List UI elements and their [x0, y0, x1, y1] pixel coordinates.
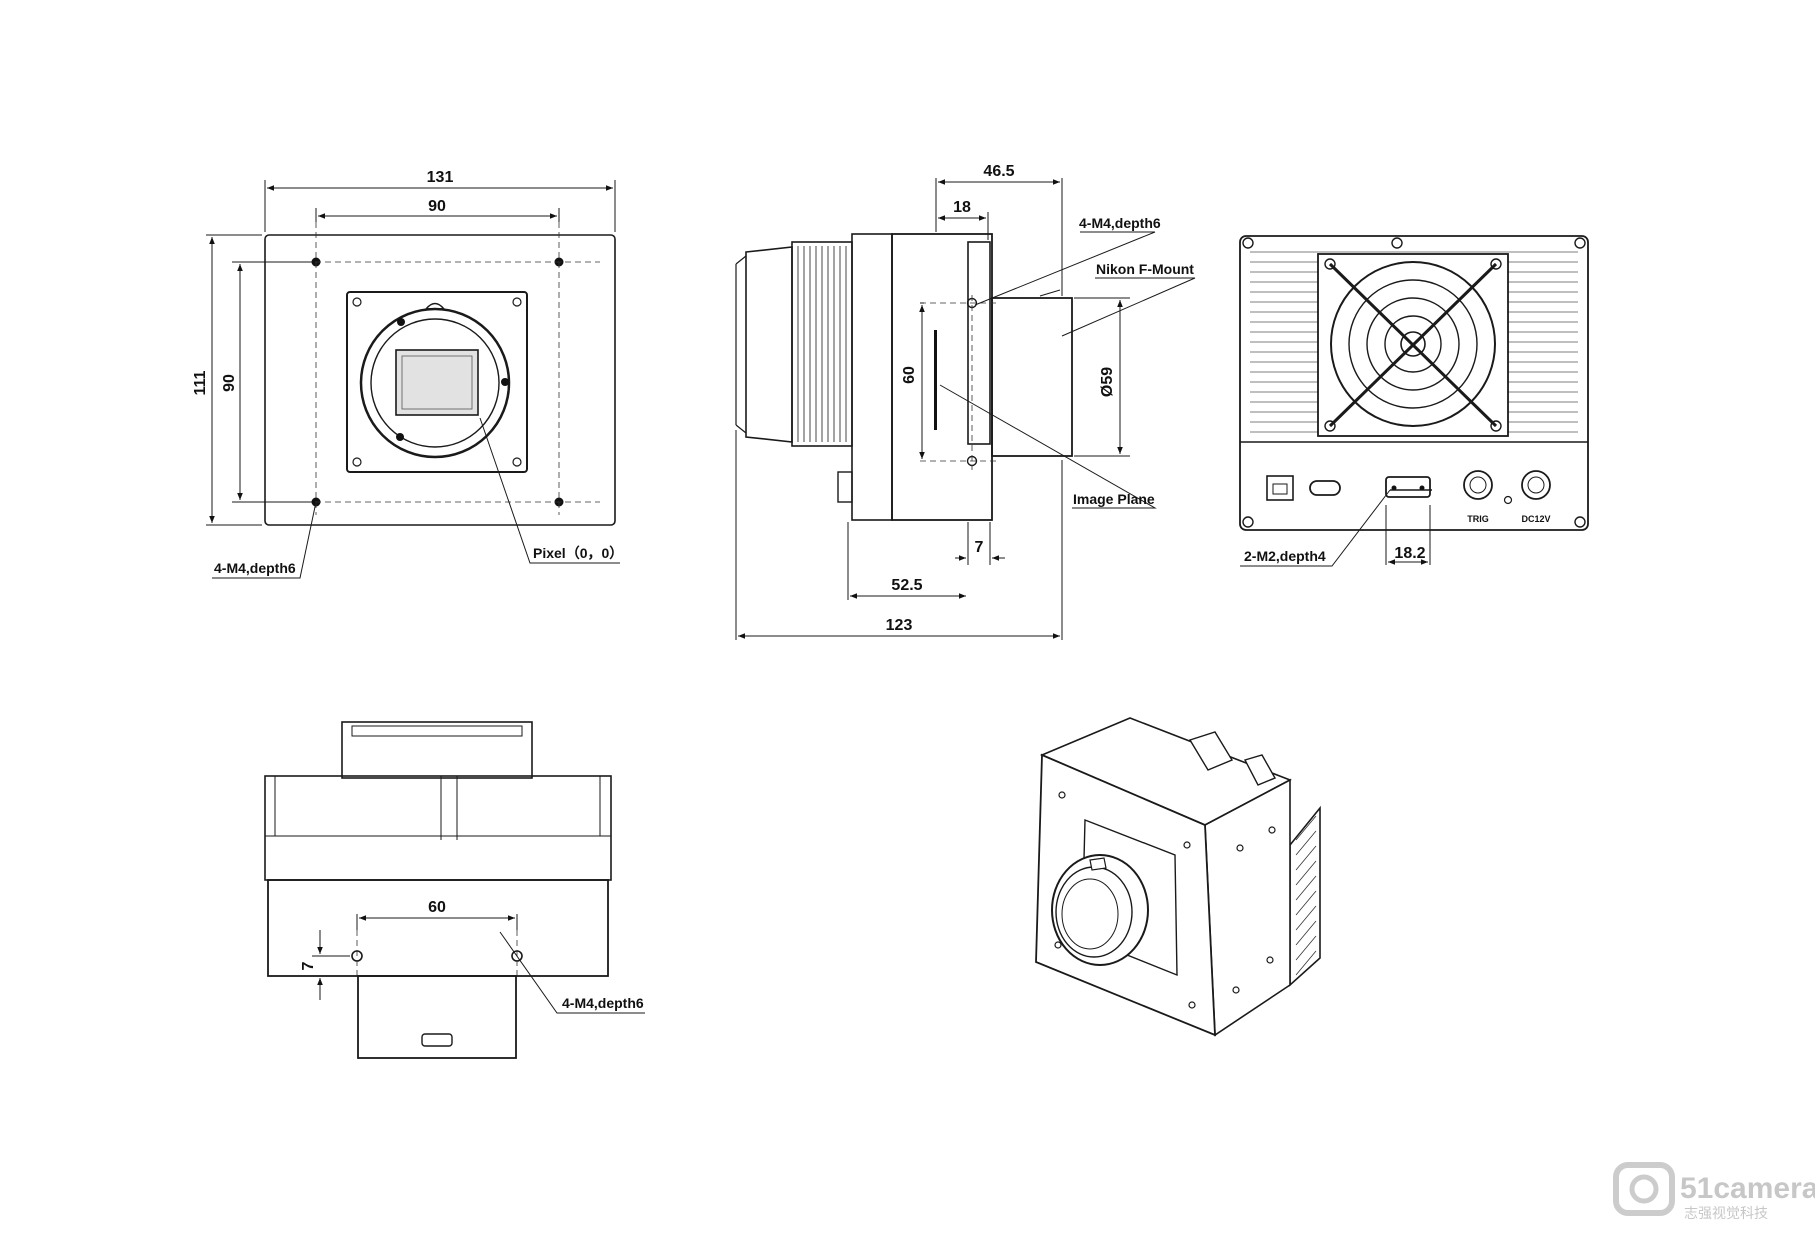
dim-width-inner: 90 — [428, 198, 446, 215]
iso-side — [1204, 778, 1291, 1037]
fan-ring — [1366, 297, 1460, 391]
isometric-view — [1035, 717, 1321, 1037]
iso-heatsink-side — [1289, 805, 1321, 987]
trig-connector — [1463, 470, 1493, 500]
front-mount-plate — [346, 291, 528, 473]
iso-mount-tab — [1089, 857, 1107, 871]
dim-flange: 7 — [975, 539, 984, 556]
watermark-logo-icon — [1613, 1162, 1675, 1216]
dim-diameter: Ø59 — [1099, 367, 1116, 397]
fan-ring — [1384, 315, 1442, 373]
dim-square: 60 — [901, 366, 918, 384]
mount-lock-tab — [424, 302, 446, 310]
dim-body: 52.5 — [891, 577, 922, 594]
label-trig: TRIG — [1467, 514, 1489, 524]
power-connector — [1521, 470, 1551, 500]
dim-bottom-offset: 7 — [300, 961, 317, 970]
label-rear-holes: 2-M2,depth4 — [1244, 548, 1326, 564]
mount-ring-inner — [370, 318, 500, 448]
dim-height-outer: 111 — [192, 370, 209, 395]
sensor-area — [395, 349, 479, 416]
plate-hole — [512, 297, 522, 307]
bottom-heatsink — [264, 775, 612, 881]
watermark-subtitle: 志强视觉科技 — [1684, 1205, 1768, 1221]
bottom-body — [267, 879, 609, 977]
side-mount-barrel — [991, 297, 1073, 457]
power-connector-inner — [1527, 476, 1545, 494]
usb3-screw — [1391, 485, 1397, 491]
bottom-mount-tab — [421, 1033, 453, 1047]
fan-guard-screws — [1324, 258, 1502, 432]
rear-view: TRIG DC12V 18.2 2-M2,depth4 — [1239, 235, 1589, 567]
side-plate — [967, 241, 991, 445]
iso-holes — [1054, 791, 1276, 1009]
usb-b-port — [1266, 475, 1294, 501]
front-view: 131 90 111 90 4-M4,depth6 Pixel（0，0） — [192, 169, 623, 579]
side-lens-front — [745, 246, 793, 443]
iso-mount-bore — [1061, 878, 1119, 950]
usb3-screw — [1419, 485, 1425, 491]
side-connector — [837, 471, 853, 503]
fan-ring — [1348, 279, 1478, 409]
plate-hole — [512, 457, 522, 467]
fan-guard-cross — [1328, 262, 1498, 428]
status-led — [1503, 495, 1513, 505]
usb-c-port — [1309, 480, 1341, 496]
rear-housing — [1239, 235, 1589, 531]
rear-corner-screws — [1242, 237, 1586, 528]
dim-mount-depth: 46.5 — [983, 163, 1014, 180]
front-housing — [264, 234, 616, 526]
sensor-inner — [401, 355, 473, 410]
bottom-view: 60 7 4-M4,depth6 — [264, 721, 645, 1059]
watermark: 51camera 志强视觉科技 — [1613, 1162, 1815, 1221]
bottom-top-plate — [341, 721, 533, 779]
side-body — [851, 233, 893, 521]
label-power: DC12V — [1521, 514, 1550, 524]
dim-bottom-spacing: 60 — [428, 899, 446, 916]
label-side-holes: 4-M4,depth6 — [1079, 215, 1161, 231]
dim-connector: 18.2 — [1394, 545, 1425, 562]
watermark-brand: 51camera — [1680, 1172, 1815, 1205]
label-nikon-mount: Nikon F-Mount — [1096, 261, 1194, 277]
plate-hole — [352, 457, 362, 467]
plate-hole — [352, 297, 362, 307]
dim-total: 123 — [886, 617, 913, 634]
mount-screw — [501, 378, 509, 386]
side-view: 46.5 18 60 Ø59 7 52.5 123 4-M4,depth6 Ni… — [735, 163, 1196, 640]
mount-screw — [396, 433, 404, 441]
fan-outer — [1330, 261, 1496, 427]
fan-hub — [1400, 331, 1426, 357]
dim-width-outer: 131 — [427, 169, 454, 186]
usb-b-port-inner — [1272, 483, 1288, 495]
label-pixel-origin: Pixel（0，0） — [533, 545, 623, 561]
dim-height-inner: 90 — [221, 374, 238, 392]
image-plane-mark — [934, 330, 937, 430]
usb3-port — [1385, 476, 1431, 498]
bottom-top-plate-inner — [351, 725, 523, 737]
iso-connectors — [1188, 731, 1234, 771]
dim-offset: 18 — [953, 199, 971, 216]
label-bottom-holes: 4-M4,depth6 — [562, 995, 644, 1011]
bottom-mount-barrel — [357, 975, 517, 1059]
label-front-holes: 4-M4,depth6 — [214, 560, 296, 576]
heatsink-fins — [797, 246, 847, 442]
trig-connector-inner — [1469, 476, 1487, 494]
mount-screw — [397, 318, 405, 326]
label-image-plane: Image Plane — [1073, 491, 1155, 507]
